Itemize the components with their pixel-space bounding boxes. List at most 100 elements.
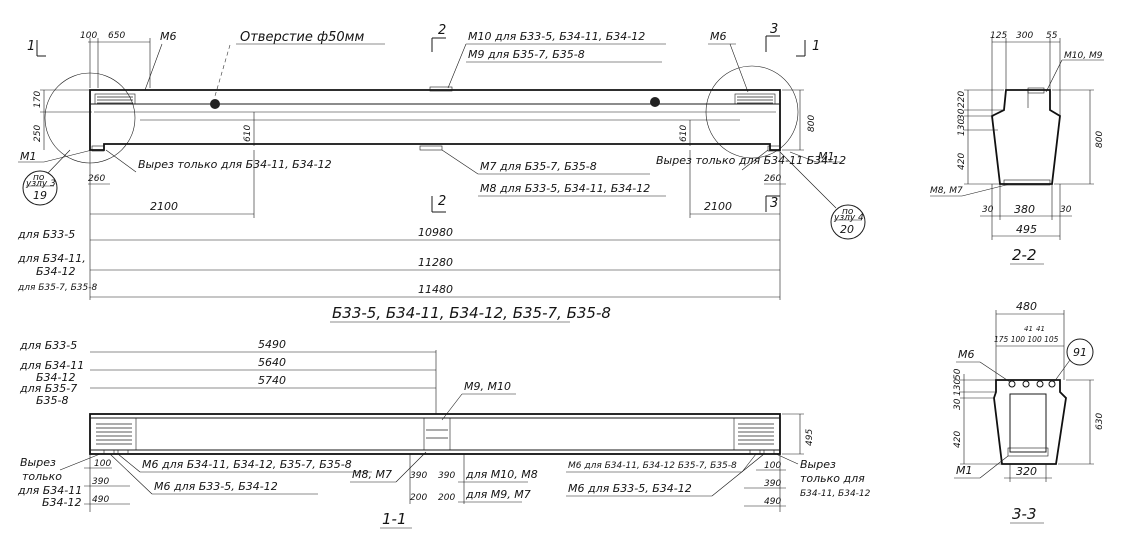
plan-m1-right-2 [763, 449, 775, 455]
plan-outline [89, 413, 781, 455]
node-left-line3: 19 [33, 189, 47, 202]
m10-label: М10 для Б33-5, Б34-11, Б34-12 [468, 30, 645, 43]
len-label-2b: Б34-12 [36, 265, 76, 278]
m6-note-right-2: М6 для Б33-5, Б34-12 [568, 482, 692, 495]
m6-note-left-2: М6 для Б33-5, Б34-12 [154, 480, 278, 493]
s2-d800: 800 [1095, 131, 1105, 148]
node-right-line1: по [842, 207, 854, 217]
s2-d420: 420 [957, 153, 967, 170]
plan-cut-right-1: Вырез [800, 458, 836, 471]
plan-cut-left-2: только [22, 470, 62, 483]
dim-610-right: 610 [679, 125, 689, 142]
rebar-2-icon [1022, 380, 1030, 388]
section-2-bottom-plate [1003, 179, 1051, 186]
dim-2100-left: 2100 [150, 200, 178, 213]
rebar-4-icon [1048, 380, 1056, 388]
main-title: Б33-5, Б34-11, Б34-12, Б35-7, Б35-8 [332, 304, 611, 322]
s2-d55: 55 [1046, 31, 1058, 41]
s3-m6: М6 [958, 348, 975, 361]
plan-cut-left-4: Б34-12 [42, 496, 82, 509]
dim-650: 650 [108, 31, 125, 41]
len-label-2a: для Б34-11, [17, 252, 86, 265]
rebar-1-icon [1008, 380, 1016, 388]
plate-left-top [94, 93, 136, 105]
s2-d30r: 30 [1060, 205, 1072, 215]
len-3: 11480 [418, 283, 453, 296]
section-3-top-mark: 3 [770, 22, 778, 37]
plan-dim-200b: 200 [438, 493, 455, 503]
dim-250: 250 [33, 125, 43, 142]
s2-d300: 300 [1016, 31, 1033, 41]
s3-d420: 420 [953, 431, 963, 448]
section-1-top-mark: 1 [27, 39, 35, 54]
node-left-line1: по [33, 173, 45, 183]
m7-label: М7 для Б35-7, Б35-8 [480, 160, 597, 173]
half-3: 5740 [258, 374, 286, 387]
m1-left-label: М1 [20, 150, 37, 163]
plan-dim-390-right: 390 [764, 479, 781, 489]
plan-dim-100-right: 100 [764, 461, 781, 471]
plan-m1-right [749, 449, 761, 455]
s3-d41a: 41 [1024, 325, 1033, 333]
plan-dim-495: 495 [805, 429, 815, 446]
s2-d30l: 30 [982, 205, 994, 215]
m1-right-label: М1 [818, 150, 835, 163]
plan-plate-left [96, 423, 132, 445]
section-3-caption: 3-3 [1012, 505, 1037, 523]
for-m9m7: для М9, М7 [465, 488, 531, 501]
hole-right-icon [650, 97, 660, 107]
plan-dim-200a: 200 [410, 493, 427, 503]
plan-dim-490-right: 490 [764, 497, 781, 507]
m9-label: М9 для Б35-7, Б35-8 [468, 48, 585, 61]
hole-left-icon [210, 99, 220, 109]
section-2-bottom-mark: 2 [438, 194, 446, 209]
plan-dim-100-left: 100 [94, 459, 111, 469]
node-callout-left [22, 170, 58, 206]
s2-d220: 220 [957, 91, 967, 108]
s3-d130: 130 [953, 379, 963, 396]
m6-note-left-1: М6 для Б34-11, Б34-12, Б35-7, Б35-8 [142, 458, 352, 471]
len-label-3: для Б35-7, Б35-8 [17, 283, 97, 293]
section-2-outline [991, 89, 1061, 185]
section-3-3: 480 175 100 100 105 41 41 91 М6 50 130 3… [953, 300, 1105, 524]
plan-cut-right-2: только для [800, 472, 865, 485]
plan-m1-left [103, 449, 115, 455]
plan-cut-left-1: Вырез [20, 456, 56, 469]
detail-circle-right [705, 65, 799, 159]
node-left-line2: узлу 3 [25, 179, 56, 189]
len-1: 10980 [418, 226, 453, 239]
plate-m7m8-bottom [419, 145, 443, 151]
len-2: 11280 [418, 256, 453, 269]
plan-plate-right [738, 423, 774, 445]
dim-260-right: 260 [764, 174, 781, 184]
dim-2100-right: 2100 [704, 200, 732, 213]
dim-170: 170 [33, 91, 43, 108]
plan-dim-390b: 390 [438, 471, 455, 481]
s2-d125: 125 [990, 31, 1007, 41]
s2-d30a: 30 [957, 108, 967, 120]
section-3-bottom-mark: 3 [770, 196, 778, 211]
s2-d495: 495 [1016, 223, 1037, 236]
m6-right-label: М6 [710, 30, 727, 43]
section-3-inner [1009, 393, 1047, 453]
for-m10m8: для М10, М8 [465, 468, 538, 481]
plan-m1-left-2 [117, 449, 129, 455]
section-2-top-mark: 2 [438, 23, 446, 38]
plan-cut-left-3: для Б34-11 [17, 484, 82, 497]
rebar-3-icon [1036, 380, 1044, 388]
s3-node: 91 [1073, 346, 1087, 359]
plate-m9m10-top [429, 86, 453, 92]
s3-d50: 50 [953, 368, 963, 380]
s3-d30: 30 [953, 398, 963, 410]
half-2: 5640 [258, 356, 286, 369]
m8m7-label: М8, М7 [352, 468, 392, 481]
node-right-line3: 20 [840, 223, 854, 236]
half-label-2a: для Б34-11 [19, 359, 84, 372]
dim-100: 100 [80, 31, 97, 41]
plan-mid-plate [423, 417, 451, 451]
section-1-right-mark: 1 [812, 39, 820, 54]
m9m10-label: М9, М10 [464, 380, 511, 393]
dim-800: 800 [807, 115, 817, 132]
cut-left-label: Вырез только для Б34-11, Б34-12 [138, 158, 332, 171]
